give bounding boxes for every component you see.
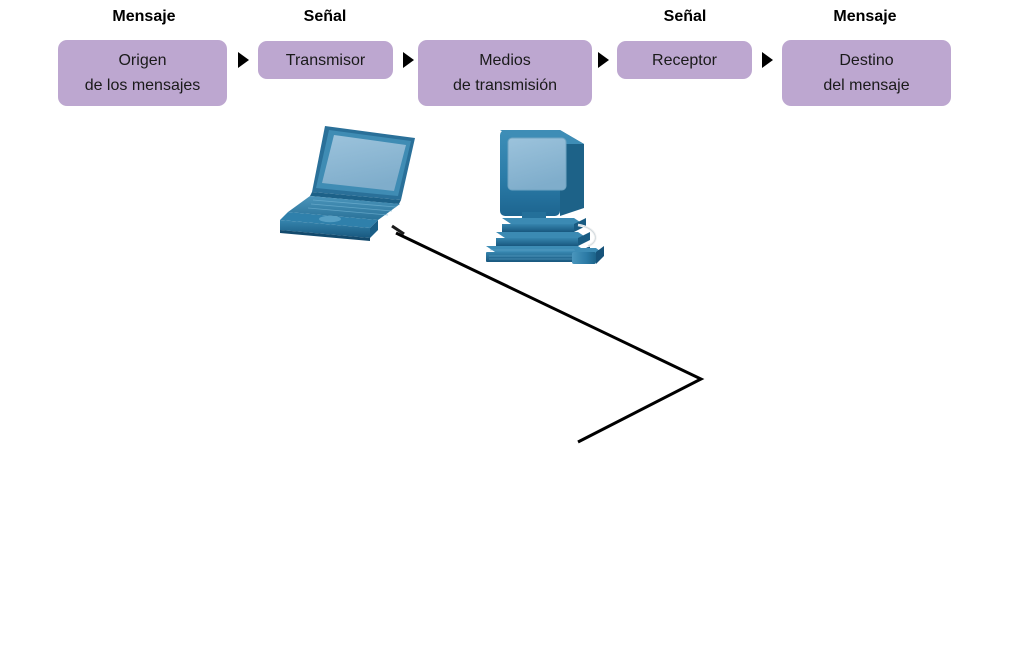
arrow-right-icon-receptor-destino (762, 52, 773, 68)
flow-box-medios-line-2: de transmisión (452, 77, 558, 94)
flow-box-origen-de-los-mensajes[interactable]: Origen de los mensajes (58, 40, 227, 106)
flow-box-origen-line-2: de los mensajes (84, 77, 201, 94)
flow-label-senal-receptor: Señal (663, 8, 707, 25)
network-topology-area (0, 120, 1024, 658)
flow-box-destino-line-2: del mensaje (823, 77, 910, 94)
flow-box-receptor-line-1: Receptor (652, 51, 717, 69)
flow-label-mensaje-origen: Mensaje (112, 8, 176, 25)
flow-box-transmisor-line-1: Transmisor (285, 51, 366, 69)
desktop-computer-icon (486, 130, 604, 264)
flow-box-receptor[interactable]: Receptor (617, 41, 752, 79)
arrow-right-icon-medios-receptor (598, 52, 609, 68)
flow-box-origen-line-1: Origen (118, 52, 167, 69)
flow-box-medios-de-transmision[interactable]: Medios de transmisión (418, 40, 592, 106)
flow-box-destino-del-mensaje[interactable]: Destino del mensaje (782, 40, 951, 106)
network-cable-link (395, 231, 705, 444)
flow-box-medios-line-1: Medios (479, 52, 531, 69)
flow-label-senal-transmisor: Señal (303, 8, 347, 25)
flow-box-transmisor[interactable]: Transmisor (258, 41, 393, 79)
flow-box-destino-line-1: Destino (839, 52, 894, 69)
laptop-icon (280, 126, 415, 241)
arrow-right-icon-origen-transmisor (238, 52, 249, 68)
arrow-right-icon-transmisor-medios (403, 52, 414, 68)
flow-label-mensaje-destino: Mensaje (833, 8, 897, 25)
